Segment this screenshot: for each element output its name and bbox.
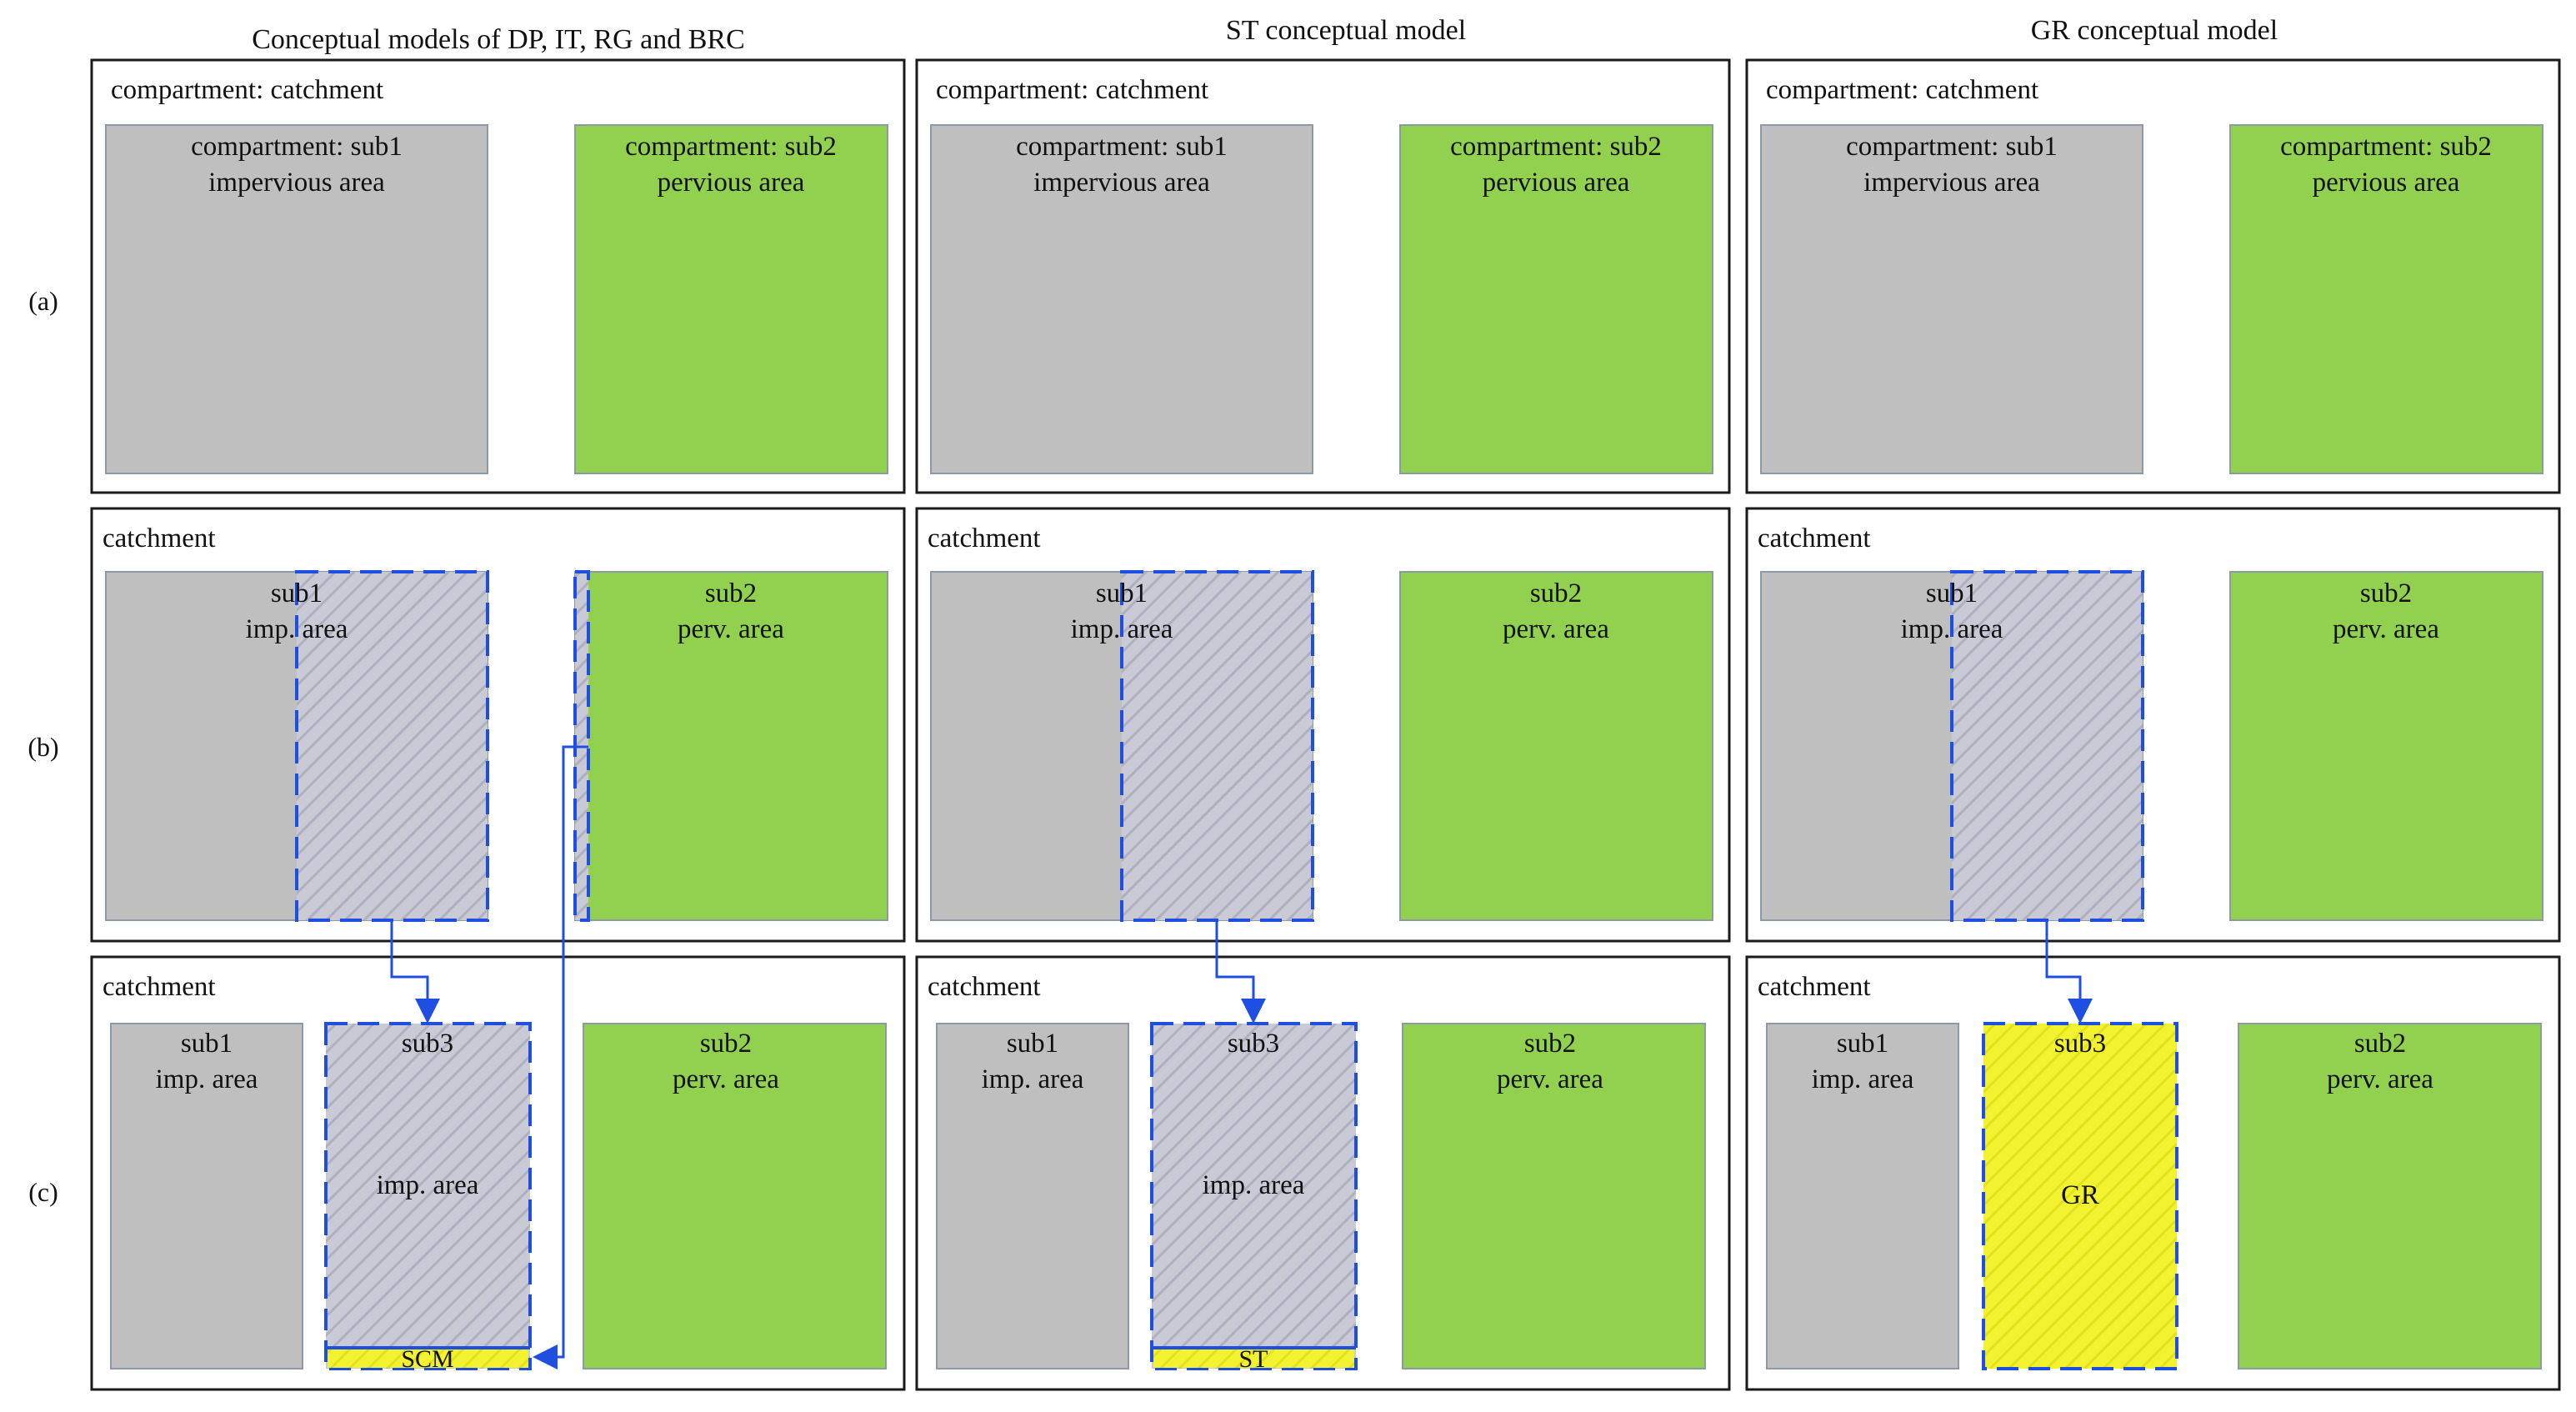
sub3-label: sub3 — [1228, 1029, 1279, 1059]
sub2-pervious-block — [583, 1023, 887, 1369]
sub1-label: compartment: sub1 — [191, 132, 403, 162]
sub1-impervious-block — [936, 1023, 1129, 1369]
sub1-label: sub1 — [1007, 1029, 1058, 1059]
sub2-sublabel: pervious area — [2313, 168, 2460, 198]
scm-label: SCM — [401, 1345, 453, 1373]
row-a-col1: compartment: catchment compartment: sub1… — [90, 58, 906, 494]
split-impervious-portion — [1950, 570, 2144, 922]
st-strip — [1153, 1348, 1354, 1368]
sub1-sublabel: imp. area — [1812, 1064, 1914, 1094]
row-label-a: (a) — [28, 286, 58, 316]
frame-label: catchment — [103, 523, 216, 553]
sub1-label: sub1 — [271, 578, 323, 608]
sub2-pervious-block — [1402, 1023, 1706, 1369]
sub1-label: compartment: sub1 — [1016, 132, 1228, 162]
column-header-st: ST conceptual model — [1226, 15, 1466, 46]
scm-strip — [328, 1348, 528, 1368]
sub3-area-label: imp. area — [1203, 1170, 1305, 1200]
sub1-sublabel: imp. area — [1071, 614, 1173, 644]
sub2-pervious-block — [2238, 1023, 2542, 1369]
sub2-sublabel: pervious area — [658, 168, 805, 198]
row-c-col2: catchment sub1 imp. area sub3 imp. area … — [915, 955, 1731, 1391]
gr-label: GR — [2061, 1180, 2099, 1210]
sub3-area-label: imp. area — [377, 1170, 479, 1200]
sub2-label: compartment: sub2 — [625, 132, 837, 162]
sub2-sublabel: perv. area — [1503, 614, 1609, 644]
row-b-col3: catchment sub1 imp. area sub2 perv. area — [1745, 507, 2561, 943]
sub1-label: sub1 — [1926, 578, 1978, 608]
column-header-gr: GR conceptual model — [2031, 15, 2278, 46]
sub2-pervious-block — [2229, 571, 2543, 921]
sub2-pervious-block — [1399, 124, 1713, 474]
row-label-c: (c) — [28, 1177, 58, 1207]
sub2-sublabel: perv. area — [673, 1064, 779, 1094]
sub1-impervious-block — [105, 124, 488, 474]
sub1-label: sub1 — [1096, 578, 1148, 608]
sub1-sublabel: imp. area — [156, 1064, 258, 1094]
row-b-col1: catchment sub1 imp. area sub2 perv. area — [90, 507, 906, 943]
sub1-sublabel: impervious area — [208, 168, 385, 198]
sub1-label: compartment: sub1 — [1846, 132, 2058, 162]
sub2-pervious-block — [2229, 124, 2543, 474]
row-label-b: (b) — [28, 732, 58, 762]
sub1-sublabel: imp. area — [246, 614, 348, 644]
sub1-label: sub1 — [181, 1029, 233, 1059]
row-a-col3: compartment: catchment compartment: sub1… — [1745, 58, 2561, 494]
row-a-col2: compartment: catchment compartment: sub1… — [915, 58, 1731, 494]
sub2-label: compartment: sub2 — [1450, 132, 1662, 162]
sub2-pervious-block — [574, 571, 888, 921]
sub2-label: sub2 — [1530, 578, 1582, 608]
split-impervious-portion — [295, 570, 489, 922]
sub2-label: compartment: sub2 — [2280, 132, 2492, 162]
frame-label: catchment — [1758, 523, 1871, 553]
sub3-block — [1150, 1022, 1358, 1370]
column-header-dp-it-rg-brc: Conceptual models of DP, IT, RG and BRC — [252, 24, 745, 55]
sub2-label: sub2 — [1524, 1029, 1576, 1059]
sub1-impervious-block — [110, 1023, 303, 1369]
sub3-label: sub3 — [2054, 1029, 2106, 1059]
impervious-to-gr-arrow — [2045, 920, 2093, 1024]
sub2-label: sub2 — [2360, 578, 2412, 608]
flow-arrows — [390, 745, 2093, 1369]
sub2-sublabel: perv. area — [2327, 1064, 2433, 1094]
sub3-label: sub3 — [402, 1029, 453, 1059]
pervious-to-scm-arrow — [533, 745, 588, 1369]
sub2-label: sub2 — [705, 578, 757, 608]
sub1-impervious-block — [1766, 1023, 1959, 1369]
sub1-sublabel: imp. area — [1901, 614, 2003, 644]
sub2-sublabel: pervious area — [1483, 168, 1630, 198]
frame-label: catchment — [1758, 972, 1871, 1002]
sub1-sublabel: imp. area — [982, 1064, 1084, 1094]
sub2-label: sub2 — [2354, 1029, 2406, 1059]
sub2-sublabel: perv. area — [1497, 1064, 1603, 1094]
sub1-sublabel: impervious area — [1863, 168, 2040, 198]
sub3-block — [324, 1022, 532, 1370]
frame-label: catchment — [103, 972, 216, 1002]
sub3-gr-block — [1982, 1022, 2178, 1370]
frame-label: catchment — [928, 523, 1041, 553]
split-impervious-portion — [1120, 570, 1314, 922]
frame-label: compartment: catchment — [111, 75, 383, 105]
sub1-impervious-block — [1760, 124, 2143, 474]
row-c-col1: catchment sub1 imp. area sub3 imp. area … — [90, 955, 906, 1391]
sub1-impervious-block — [930, 124, 1313, 474]
frame-label: compartment: catchment — [936, 75, 1208, 105]
row-c-col3: catchment sub1 imp. area sub3 GR sub2 pe… — [1745, 955, 2561, 1391]
sub2-pervious-block — [574, 124, 888, 474]
sub1-label: sub1 — [1837, 1029, 1888, 1059]
impervious-to-st-sub3-arrow — [1215, 920, 1266, 1024]
frame-label: compartment: catchment — [1766, 75, 2038, 105]
impervious-to-sub3-arrow — [390, 920, 440, 1024]
sub2-pervious-block — [1399, 571, 1713, 921]
frame-label: catchment — [928, 972, 1041, 1002]
sub2-label: sub2 — [700, 1029, 752, 1059]
sub2-sublabel: perv. area — [2333, 614, 2439, 644]
sub2-sublabel: perv. area — [678, 614, 784, 644]
sub1-sublabel: impervious area — [1033, 168, 1210, 198]
row-b-col2: catchment sub1 imp. area sub2 perv. area — [915, 507, 1731, 943]
st-label: ST — [1238, 1345, 1268, 1373]
